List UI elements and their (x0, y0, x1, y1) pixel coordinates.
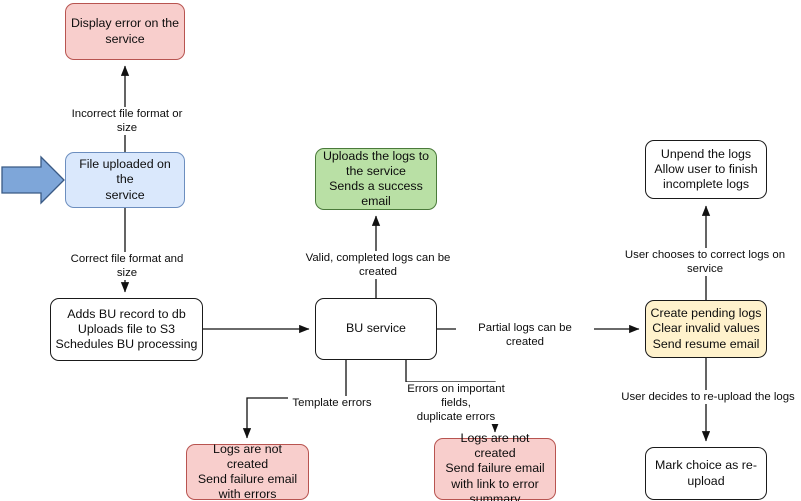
node-adds-bu-record[interactable]: Adds BU record to db Uploads file to S3 … (50, 298, 203, 361)
edge-label-valid-completed-logs: Valid, completed logs can be created (284, 251, 472, 279)
edge-label-incorrect-file-format: Incorrect file format or size (60, 107, 194, 135)
edge-label-template-errors: Template errors (288, 396, 376, 410)
node-bu-service[interactable]: BU service (315, 298, 437, 360)
edge-label-user-reupload-logs: User decides to re-upload the logs (616, 390, 800, 404)
entry-block-arrow (1, 155, 65, 205)
node-display-error[interactable]: Display error on the service (65, 3, 185, 60)
node-uploads-logs[interactable]: Uploads the logs to the service Sends a … (315, 148, 437, 210)
node-create-pending-logs[interactable]: Create pending logs Clear invalid values… (645, 300, 767, 358)
node-file-uploaded[interactable]: File uploaded on the service (65, 152, 185, 208)
edge-label-partial-logs: Partial logs can be created (456, 321, 594, 349)
edge-label-user-corrects-logs: User chooses to correct logs on service (606, 248, 801, 276)
edge-label-errors-important-fields: Errors on important fields, duplicate er… (392, 382, 520, 424)
node-logs-not-created-2[interactable]: Logs are not created Send failure email … (434, 431, 556, 501)
node-mark-reupload[interactable]: Mark choice as re- upload (645, 447, 767, 500)
node-logs-not-created-1[interactable]: Logs are not created Send failure email … (186, 442, 309, 501)
node-unpend-logs[interactable]: Unpend the logs Allow user to finish inc… (645, 140, 767, 199)
edge-label-correct-file-format: Correct file format and size (60, 252, 194, 280)
